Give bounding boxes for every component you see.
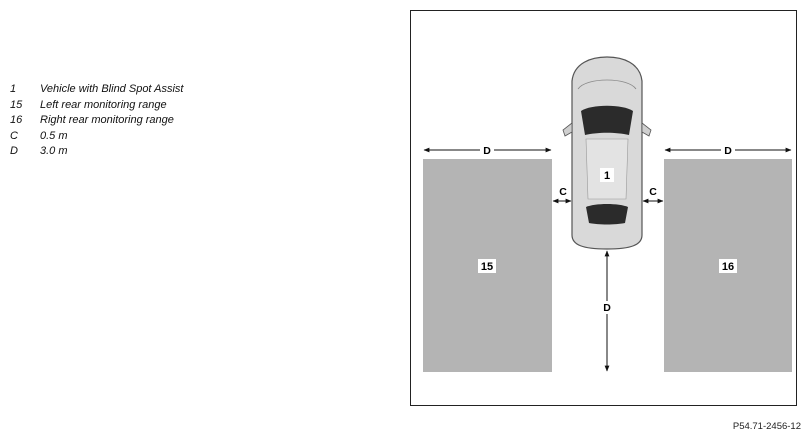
legend-text: 0.5 m xyxy=(40,129,68,142)
c-label-right: C xyxy=(649,186,657,198)
diagram-frame: 1 D D C C D 15 16 xyxy=(410,10,797,406)
legend-text: Right rear monitoring range xyxy=(40,114,174,127)
vehicle: 1 xyxy=(562,56,652,250)
right-zone-label: 16 xyxy=(722,261,734,273)
legend-key: 15 xyxy=(10,98,23,111)
right-zone-label-box xyxy=(719,259,737,273)
legend-text: Vehicle with Blind Spot Assist xyxy=(40,83,184,95)
d-label-right-box xyxy=(721,144,735,156)
legend: 1 Vehicle with Blind Spot Assist 15 Left… xyxy=(10,82,183,160)
left-mirror xyxy=(562,122,573,137)
left-zone-label: 15 xyxy=(481,261,493,273)
legend-text: 3.0 m xyxy=(40,145,68,158)
windshield xyxy=(581,105,633,135)
legend-key: C xyxy=(10,129,18,142)
legend-key: 1 xyxy=(10,83,17,95)
d-label-rear-box xyxy=(600,301,614,314)
legend-item-left-range: 15 Left rear monitoring range xyxy=(10,98,183,114)
figure-reference: P54.71-2456-12 xyxy=(732,421,801,432)
legend-key: D xyxy=(10,145,18,158)
legend-key: 16 xyxy=(10,114,23,127)
c-label-left: C xyxy=(559,186,567,198)
vehicle-label: 1 xyxy=(604,170,610,182)
vehicle-hood xyxy=(577,79,637,90)
d-label-left: D xyxy=(483,145,491,157)
legend-item-c: C 0.5 m xyxy=(10,129,183,145)
left-zone-label-box xyxy=(478,259,496,273)
d-label-left-box xyxy=(480,144,494,156)
right-mirror xyxy=(641,122,652,137)
legend-item-right-range: 16 Right rear monitoring range xyxy=(10,113,183,129)
legend-item-d: D 3.0 m xyxy=(10,144,183,160)
d-label-right: D xyxy=(724,145,732,157)
diagram-svg: 1 D D C C D 15 16 xyxy=(423,56,792,372)
legend-item-vehicle: 1 Vehicle with Blind Spot Assist xyxy=(10,82,183,98)
vehicle-label-box xyxy=(600,168,614,182)
rear-window xyxy=(586,204,628,225)
d-label-rear: D xyxy=(603,302,611,314)
legend-text: Left rear monitoring range xyxy=(40,98,167,111)
